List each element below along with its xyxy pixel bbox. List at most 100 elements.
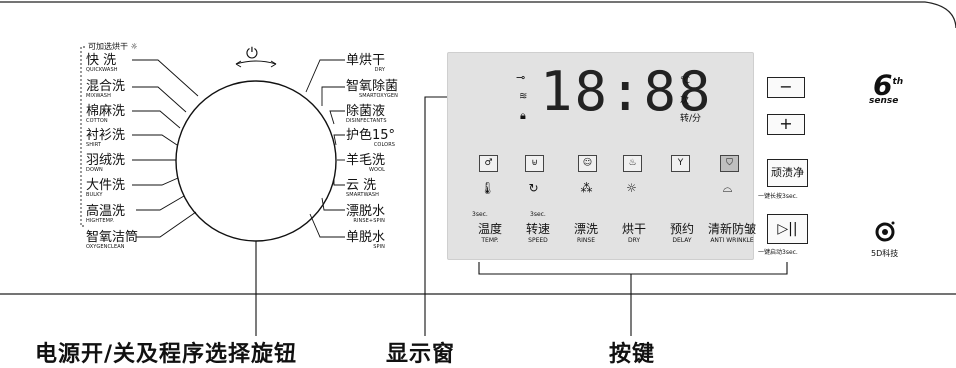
- optional-dry-header: 可加选烘干 ☼: [88, 41, 138, 52]
- face-icon: ☺: [578, 155, 597, 172]
- sixth-sense-logo: 6th: [873, 68, 903, 99]
- program-label: 高温洗: [86, 204, 126, 219]
- fived-label: 5D科技: [871, 249, 899, 258]
- unit-temp: ℃: [680, 76, 691, 86]
- key-label: 温度: [477, 222, 502, 236]
- optional-dry-label: 可加选烘干: [88, 42, 128, 51]
- program-english-label: MIXWASH: [86, 93, 111, 99]
- key-english-label: ANTI WRINKLE: [710, 237, 754, 244]
- program-label: 单烘干: [346, 53, 386, 68]
- key-label: 转速: [525, 222, 550, 236]
- program-label: 除菌液: [346, 104, 386, 119]
- key-english-label: DRY: [627, 237, 641, 244]
- key-english-label: SPEED: [528, 237, 548, 244]
- hotdrink-icon: ♨: [623, 155, 642, 172]
- stain-icon: ♂: [479, 155, 498, 172]
- program-label: 大件洗: [86, 178, 126, 193]
- power-icon[interactable]: ⏻: [246, 44, 258, 62]
- program-english-label: SHIRT: [86, 142, 102, 148]
- program-knob: [175, 80, 337, 242]
- child-lock-icon: 🔒︎: [520, 109, 526, 122]
- hold-hint: 3sec.: [530, 211, 546, 218]
- key-label: 漂洗: [573, 222, 598, 236]
- program-english-label: HIGHTEMP.: [86, 218, 115, 224]
- spin-icon: ↻: [528, 181, 539, 195]
- start-pause-icon: ▷||: [777, 221, 798, 237]
- program-english-label: COLORS: [373, 142, 396, 148]
- program-english-label: OXYGENCLEAN: [86, 244, 125, 250]
- program-label: 智氧除菌: [346, 79, 399, 94]
- program-english-label: DRY: [374, 67, 386, 73]
- key-icon: ⊸: [516, 71, 526, 84]
- sense-label: sense: [869, 96, 899, 106]
- antiwrinkle-icon: ⌓: [722, 181, 733, 195]
- hold-hint: 3sec.: [472, 211, 488, 218]
- stain-button[interactable]: 顽渍净: [767, 159, 808, 187]
- unit-speed: 转/分: [680, 114, 702, 124]
- program-label: 棉麻洗: [86, 104, 126, 119]
- key-label: 烘干: [621, 222, 646, 236]
- program-label: 羊毛洗: [346, 153, 386, 168]
- key-label: 预约: [669, 222, 694, 236]
- program-english-label: RINSE+SPIN: [353, 218, 386, 224]
- program-english-label: QUICKWASH: [86, 67, 118, 73]
- program-label: 云 洗: [346, 178, 377, 193]
- program-english-label: WOOL: [369, 167, 386, 173]
- wifi-icon: ≋: [519, 91, 528, 102]
- stain-hint: 一键长按3sec.: [758, 193, 798, 200]
- caption-display: 显示窗: [386, 342, 456, 367]
- program-right-3[interactable]: 护色15°COLORS: [346, 129, 395, 148]
- minus-button[interactable]: −: [767, 77, 805, 98]
- program-label: 衬衫洗: [86, 128, 126, 143]
- program-label: 智氧洁筒: [86, 230, 139, 245]
- program-english-label: COTTON: [86, 118, 108, 124]
- start-hint: 一键启动3sec.: [758, 249, 798, 256]
- program-label: 漂脱水: [346, 204, 386, 219]
- key-label: 清新防皱: [707, 222, 756, 236]
- display-panel: [447, 52, 754, 260]
- thermometer-icon: 🌡︎: [479, 181, 496, 195]
- left-leader-lines: [132, 59, 199, 238]
- program-label: 单脱水: [346, 230, 386, 245]
- plus-button[interactable]: +: [767, 114, 805, 135]
- unit-times: 次: [680, 96, 690, 106]
- program-english-label: SMARTWASH: [346, 192, 379, 198]
- program-label: 护色15°: [346, 128, 396, 143]
- program-english-label: SPIN: [373, 244, 386, 250]
- program-label: 混合洗: [86, 79, 126, 94]
- program-english-label: BULKY: [86, 192, 103, 198]
- sixth-num: 6: [873, 68, 893, 102]
- panel-outline: [0, 1, 956, 295]
- caption-keys: 按键: [609, 342, 656, 367]
- start-pause-button[interactable]: ▷||: [767, 214, 808, 244]
- program-label: 快 洗: [86, 53, 117, 68]
- sun-icon: ☼: [128, 42, 138, 51]
- rinse-icon: ⁂: [580, 181, 593, 195]
- program-english-label: DISINFECTANTS: [346, 118, 387, 124]
- optional-dry-bracket: [80, 46, 85, 227]
- program-english-label: DOWN: [86, 167, 103, 173]
- program-english-label: SMARTOXYGEN: [358, 93, 399, 99]
- program-label: 羽绒洗: [86, 153, 126, 168]
